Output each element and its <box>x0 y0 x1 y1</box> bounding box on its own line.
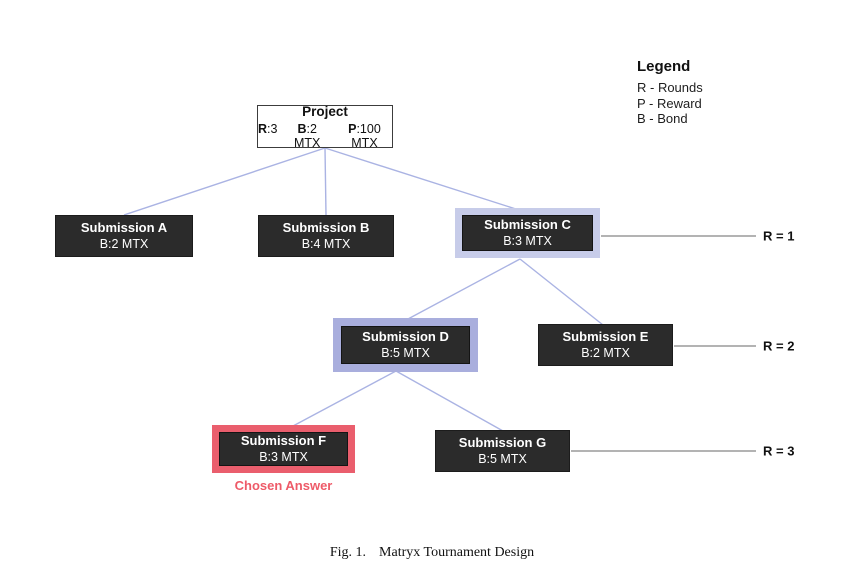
legend-title: Legend <box>637 58 691 75</box>
stat-value: :3 <box>267 121 278 136</box>
node-submission-c: Submission C B:3 MTX <box>455 208 600 258</box>
project-title: Project <box>302 103 348 119</box>
figure-title: Matryx Tournament Design <box>379 545 535 560</box>
figure-number: Fig. 1. <box>329 545 367 560</box>
edge-c-e <box>519 258 604 326</box>
stat-key: P <box>348 121 357 136</box>
node-title: Submission B <box>282 219 370 235</box>
node-title: Submission A <box>80 219 168 235</box>
node-submission-d: Submission D B:5 MTX <box>333 318 478 372</box>
node-project: Project R:3 B:2 MTX P:100 MTX <box>257 103 393 150</box>
project-stat-reward: P:100 MTX <box>337 122 392 150</box>
project-stats: R:3 B:2 MTX P:100 MTX <box>258 122 392 150</box>
legend-items: R - Rounds P - Reward B - Bond <box>637 80 703 127</box>
edge-project-a <box>123 147 326 216</box>
round-3-label: R = 3 <box>763 443 795 459</box>
node-bond: B:2 MTX <box>581 346 630 361</box>
legend-item-rounds: R - Rounds <box>637 80 703 95</box>
stat-value: :2 MTX <box>294 121 321 150</box>
node-submission-f: Submission F B:3 MTX <box>212 425 355 473</box>
legend-item-reward: P - Reward <box>637 95 702 111</box>
node-bond: B:4 MTX <box>301 237 351 252</box>
stat-value: :100 MTX <box>351 121 381 150</box>
project-stat-rounds: R:3 <box>258 122 277 150</box>
node-bond: B:2 MTX <box>99 237 149 252</box>
node-title: Submission C <box>484 216 571 232</box>
legend: Legend R - Rounds P - Reward B - Bond <box>637 58 703 127</box>
node-title: Submission D <box>362 328 449 344</box>
node-submission-b: Submission B B:4 MTX <box>258 215 394 257</box>
node-title: Submission E <box>562 328 649 344</box>
edge-c-d <box>407 258 521 320</box>
edge-d-g <box>395 370 504 432</box>
edge-d-f <box>292 370 397 427</box>
chosen-answer-label: Chosen Answer <box>234 478 333 493</box>
round-1-label: R = 1 <box>763 228 795 244</box>
node-title: Submission F <box>240 432 327 448</box>
edge-project-b <box>324 147 327 216</box>
legend-item-bond: B - Bond <box>637 111 688 126</box>
node-bond: B:5 MTX <box>381 346 430 361</box>
stat-key: B <box>297 121 307 136</box>
node-submission-g: Submission G B:5 MTX <box>435 430 570 472</box>
node-bond: B:3 MTX <box>259 450 308 465</box>
node-bond: B:3 MTX <box>503 234 552 249</box>
edge-project-c <box>324 147 520 211</box>
project-stat-bond: B:2 MTX <box>285 122 328 150</box>
node-bond: B:5 MTX <box>478 452 527 467</box>
node-title: Submission G <box>458 434 547 450</box>
round-2-label: R = 2 <box>763 338 795 354</box>
node-submission-e: Submission E B:2 MTX <box>538 324 673 366</box>
node-submission-a: Submission A B:2 MTX <box>55 215 193 257</box>
stat-key: R <box>258 121 268 136</box>
figure-caption: Fig. 1. Matryx Tournament Design <box>18 545 846 561</box>
